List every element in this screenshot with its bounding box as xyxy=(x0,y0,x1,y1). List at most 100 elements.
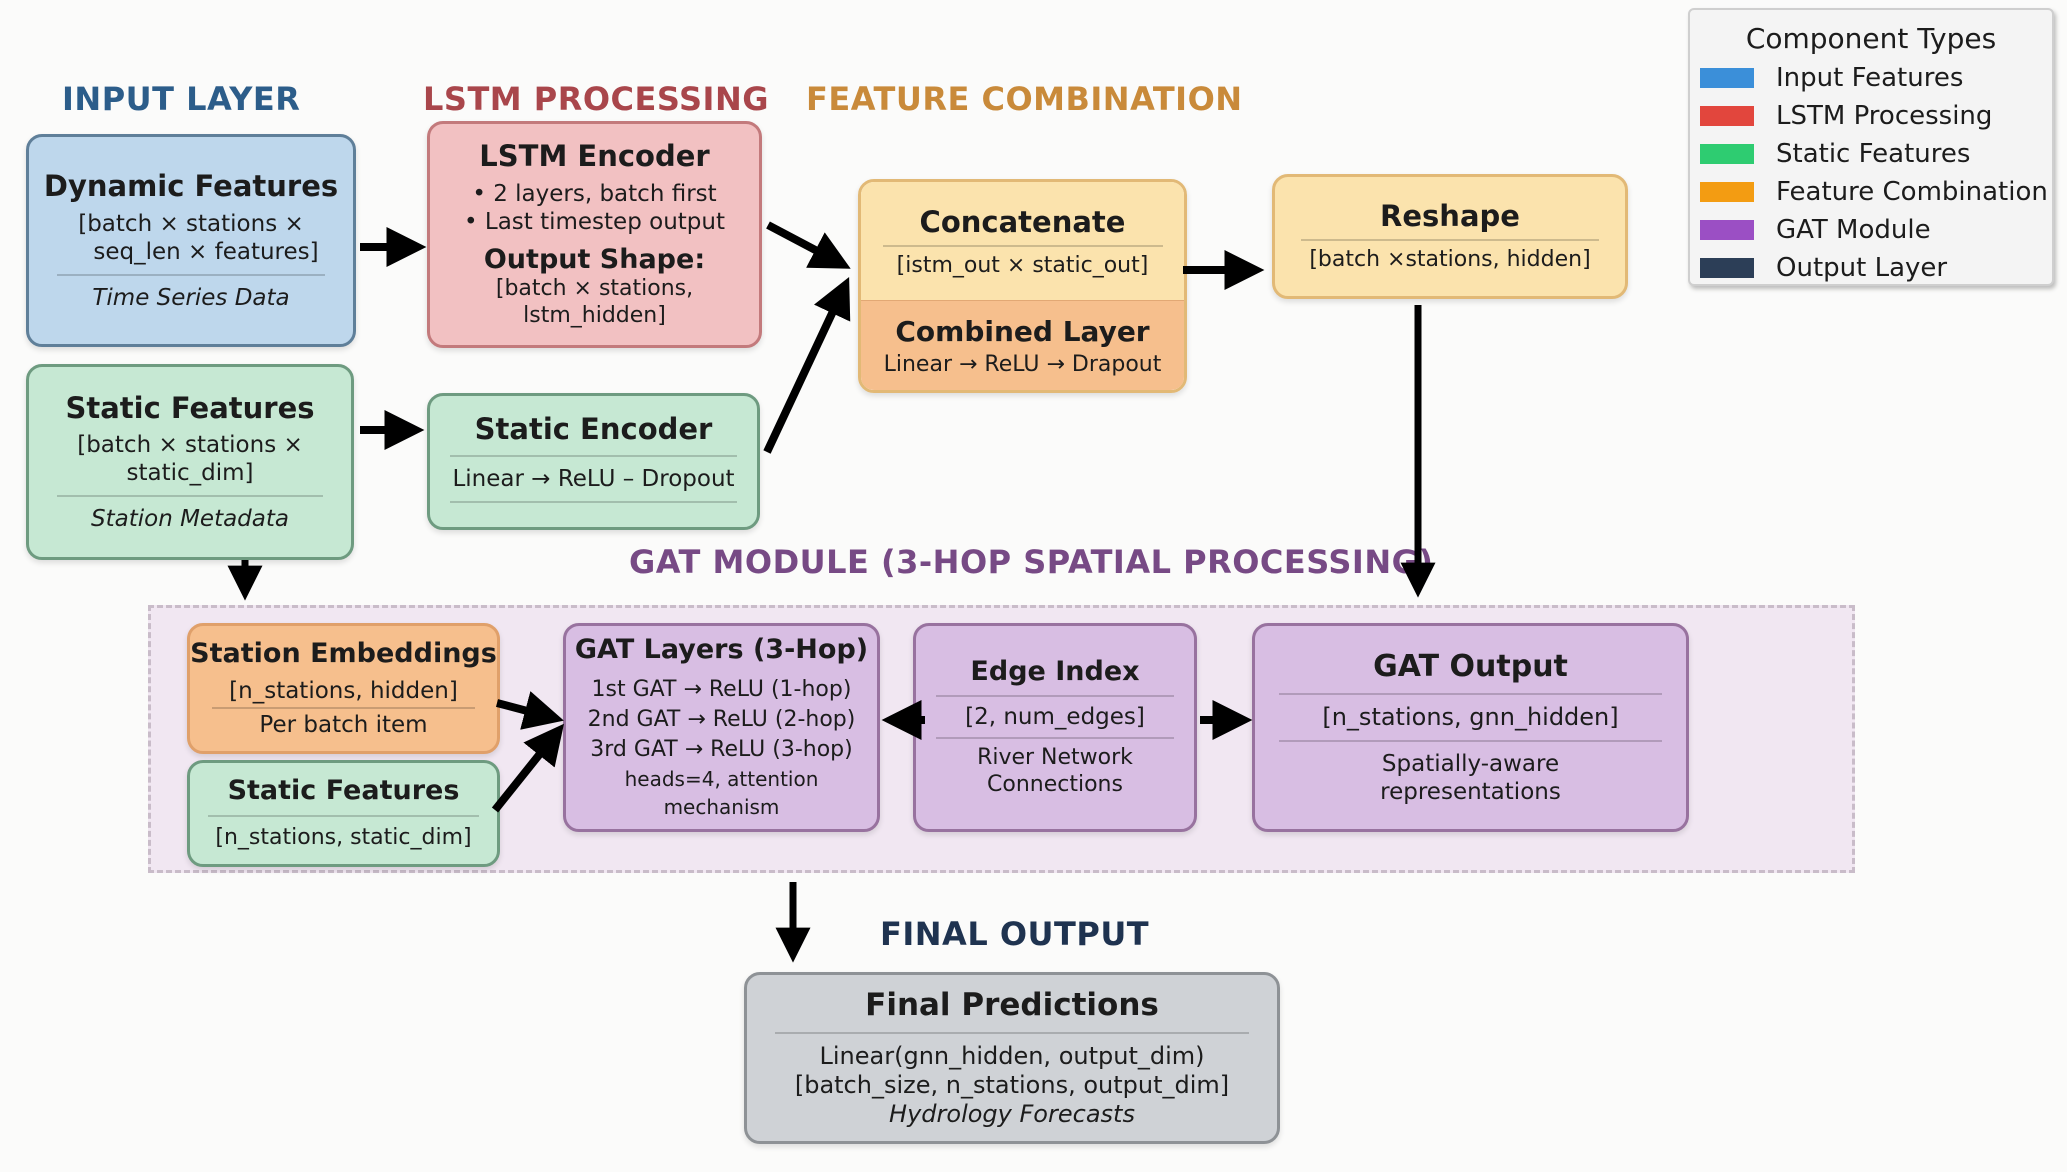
node-shape-line: static_dim] xyxy=(126,460,254,487)
legend-swatch xyxy=(1700,220,1754,240)
arrow-lstm-to-concatenate xyxy=(766,221,851,269)
legend-item-input-features: Input Features xyxy=(1690,59,2052,97)
node-detail: [n_stations, gnn_hidden] xyxy=(1322,702,1619,731)
node-reshape[interactable]: Reshape [batch ×stations, hidden] xyxy=(1272,174,1628,299)
node-detail: Linear → ReLU → Drapout xyxy=(883,351,1162,377)
divider xyxy=(936,736,1174,739)
node-note: representations xyxy=(1380,779,1561,806)
legend-label: GAT Module xyxy=(1776,215,1931,245)
legend-item-gat-module: GAT Module xyxy=(1690,211,2052,249)
divider xyxy=(1301,239,1599,242)
node-title: GAT Output xyxy=(1373,648,1568,684)
section-title-lstm: LSTM PROCESSING xyxy=(423,80,769,118)
node-title: Dynamic Features xyxy=(43,169,339,204)
node-dynamic-features[interactable]: Dynamic Features [batch × stations × seq… xyxy=(26,134,356,347)
node-static-features[interactable]: Static Features [batch × stations × stat… xyxy=(26,364,354,560)
node-shape-line: [batch × stations × xyxy=(78,210,304,237)
node-gat-layers[interactable]: GAT Layers (3-Hop) 1st GAT → ReLU (1-hop… xyxy=(563,623,880,832)
divider xyxy=(57,495,323,498)
node-gat-static-features[interactable]: Static Features [n_stations, static_dim] xyxy=(187,760,500,867)
divider xyxy=(775,1031,1249,1034)
legend-label: Static Features xyxy=(1776,139,1971,169)
node-detail: 2nd GAT → ReLU (2-hop) xyxy=(587,706,856,732)
legend-title: Component Types xyxy=(1745,22,1997,55)
legend-label: LSTM Processing xyxy=(1776,101,1993,131)
divider xyxy=(1279,692,1662,695)
node-note: Station Metadata xyxy=(91,506,289,533)
node-static-encoder[interactable]: Static Encoder Linear → ReLU – Dropout xyxy=(427,393,760,530)
legend-swatch xyxy=(1700,258,1754,278)
legend-label: Feature Combination xyxy=(1776,177,2048,207)
node-detail: [n_stations, hidden] xyxy=(229,677,458,704)
node-combined-layer[interactable]: Combined Layer Linear → ReLU → Drapout xyxy=(861,300,1184,390)
divider xyxy=(450,500,737,503)
node-lstm-encoder[interactable]: LSTM Encoder • 2 layers, batch first • L… xyxy=(427,121,762,348)
node-bullet: • 2 layers, batch first xyxy=(472,180,717,207)
divider xyxy=(1279,740,1662,743)
node-detail: [batch ×stations, hidden] xyxy=(1309,247,1591,273)
node-edge-index[interactable]: Edge Index [2, num_edges] River Network … xyxy=(913,623,1197,832)
arrow-station-embeddings-to-gat-layers xyxy=(495,691,564,730)
node-title: LSTM Encoder xyxy=(479,139,710,174)
section-title-final-output: FINAL OUTPUT xyxy=(880,915,1150,953)
legend-swatch xyxy=(1700,68,1754,88)
node-title: Combined Layer xyxy=(895,314,1150,348)
legend-swatch xyxy=(1700,182,1754,202)
node-title: GAT Layers (3-Hop) xyxy=(574,634,869,666)
node-note: Per batch item xyxy=(259,711,428,738)
section-title-feature-combination: FEATURE COMBINATION xyxy=(806,80,1243,118)
divider xyxy=(882,244,1163,247)
section-title-input: INPUT LAYER xyxy=(62,80,301,118)
legend-item-lstm-processing: LSTM Processing xyxy=(1690,97,2052,135)
node-detail: 3rd GAT → ReLU (3-hop) xyxy=(590,736,853,762)
arrow-static-encoder-to-concatenate xyxy=(763,276,851,454)
node-shape-line: seq_len × features] xyxy=(93,238,319,265)
node-title: Static Features xyxy=(65,390,315,425)
node-detail: [istm_out × static_out] xyxy=(896,252,1149,278)
legend: Component Types Input Features LSTM Proc… xyxy=(1688,8,2054,286)
node-title: Concatenate xyxy=(919,204,1126,239)
divider xyxy=(212,706,475,709)
node-title: Edge Index xyxy=(970,656,1140,688)
divider xyxy=(57,273,325,276)
divider xyxy=(450,454,737,457)
legend-item-static-features: Static Features xyxy=(1690,135,2052,173)
node-detail: [2, num_edges] xyxy=(965,703,1145,730)
node-note: Spatially-aware xyxy=(1381,751,1560,778)
node-note: Hydrology Forecasts xyxy=(889,1100,1135,1129)
legend-item-feature-combination: Feature Combination xyxy=(1690,173,2052,211)
node-shape-line: [batch × stations × xyxy=(77,432,303,459)
node-note: River Network xyxy=(977,744,1133,770)
node-title: Static Encoder xyxy=(474,412,713,447)
node-title: Reshape xyxy=(1380,198,1520,233)
node-station-embeddings[interactable]: Station Embeddings [n_stations, hidden] … xyxy=(187,623,500,754)
node-concatenate-combined[interactable]: Concatenate [istm_out × static_out] Comb… xyxy=(858,179,1187,393)
node-detail: Linear(gnn_hidden, output_dim) xyxy=(819,1041,1205,1070)
node-detail: Linear → ReLU – Dropout xyxy=(452,465,735,492)
node-final-predictions[interactable]: Final Predictions Linear(gnn_hidden, out… xyxy=(744,972,1280,1144)
legend-swatch xyxy=(1700,106,1754,126)
arrow-gat-static-to-gat-layers xyxy=(491,723,564,813)
divider xyxy=(208,815,479,818)
node-detail: 1st GAT → ReLU (1-hop) xyxy=(591,676,852,702)
node-subtitle: Output Shape: xyxy=(483,243,706,275)
node-bullet: • Last timestep output xyxy=(464,208,725,235)
legend-label: Input Features xyxy=(1776,63,1964,93)
node-title: Final Predictions xyxy=(865,986,1159,1023)
legend-item-output-layer: Output Layer xyxy=(1690,249,2052,287)
node-detail: heads=4, attention mechanism xyxy=(624,766,819,819)
node-note: Time Series Data xyxy=(92,284,290,311)
node-detail: [n_stations, static_dim] xyxy=(215,825,472,851)
legend-swatch xyxy=(1700,144,1754,164)
node-gat-output[interactable]: GAT Output [n_stations, gnn_hidden] Spat… xyxy=(1252,623,1689,832)
node-shape-line: [batch × stations, lstm_hidden] xyxy=(495,276,694,329)
node-concatenate[interactable]: Concatenate [istm_out × static_out] xyxy=(861,182,1184,300)
node-detail: [batch_size, n_stations, output_dim] xyxy=(794,1070,1230,1099)
node-title: Static Features xyxy=(227,774,460,806)
node-note: Connections xyxy=(987,771,1123,797)
legend-label: Output Layer xyxy=(1776,253,1948,283)
section-title-gat-module: GAT MODULE (3-HOP SPATIAL PROCESSING) xyxy=(629,543,1434,581)
divider xyxy=(936,694,1174,697)
node-title: Station Embeddings xyxy=(190,638,497,670)
